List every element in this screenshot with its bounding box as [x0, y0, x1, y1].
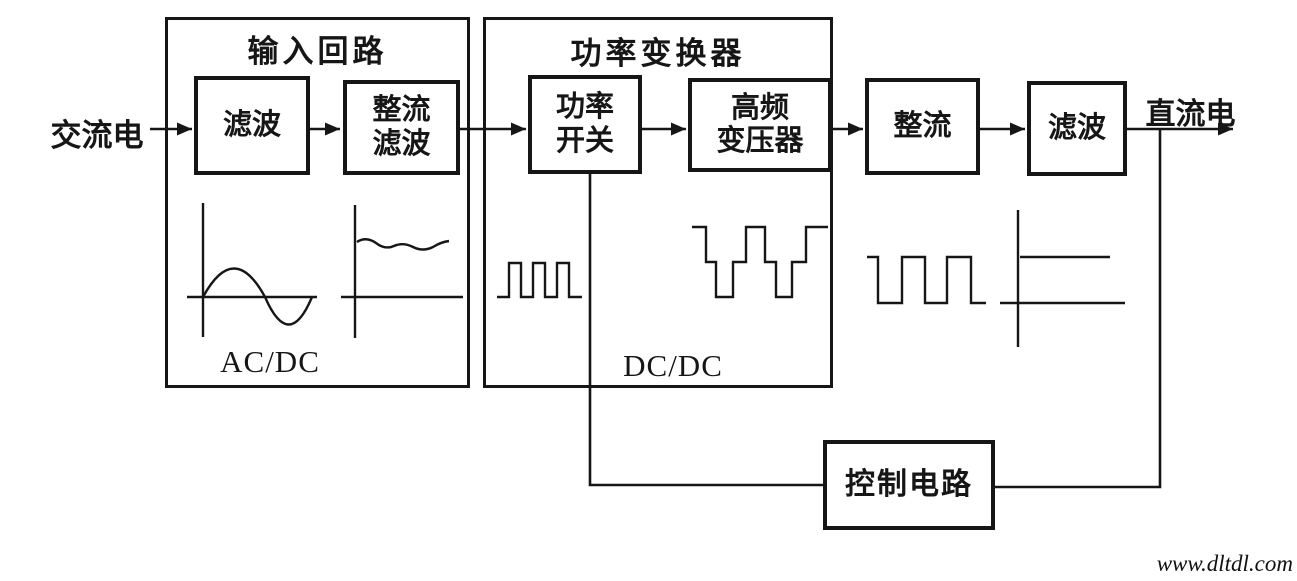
rectified-square-wave-icon [867, 255, 986, 305]
label-ac-input: 交流电 [50, 118, 144, 153]
hf-bipolar-square-wave-icon [692, 225, 828, 299]
ripple-dc-axes-icon [341, 205, 463, 338]
tag-dcdc: DC/DC [623, 348, 723, 383]
wire-output-to-control [995, 129, 1162, 489]
watermark-url: www.dltdl.com [1156, 551, 1293, 576]
block-output-rectifier: 整流 [865, 78, 980, 175]
block-output-filter: 滤波 [1027, 81, 1127, 176]
block-input-filter: 滤波 [194, 76, 310, 175]
ac-sine-wave-axes-icon [187, 203, 317, 337]
smooth-dc-level-icon [1000, 210, 1125, 347]
group-power-converter [483, 17, 833, 388]
pwm-square-wave-icon [497, 261, 582, 299]
tag-acdc: AC/DC [220, 344, 320, 379]
block-control-circuit: 控制电路 [823, 440, 995, 530]
group-input-loop [165, 17, 470, 388]
ac-sine-wave-icon [201, 267, 314, 326]
group-title-input-loop: 输入回路 [247, 34, 388, 69]
group-title-power-converter: 功率变换器 [570, 36, 746, 71]
block-power-switch: 功率 开关 [528, 75, 642, 174]
rectified-ripple-dc-icon [356, 238, 450, 251]
block-rectifier-filter: 整流 滤波 [343, 80, 460, 175]
block-hf-transformer: 高频 变压器 [688, 78, 832, 172]
wire-control-to-power-switch [588, 172, 823, 487]
